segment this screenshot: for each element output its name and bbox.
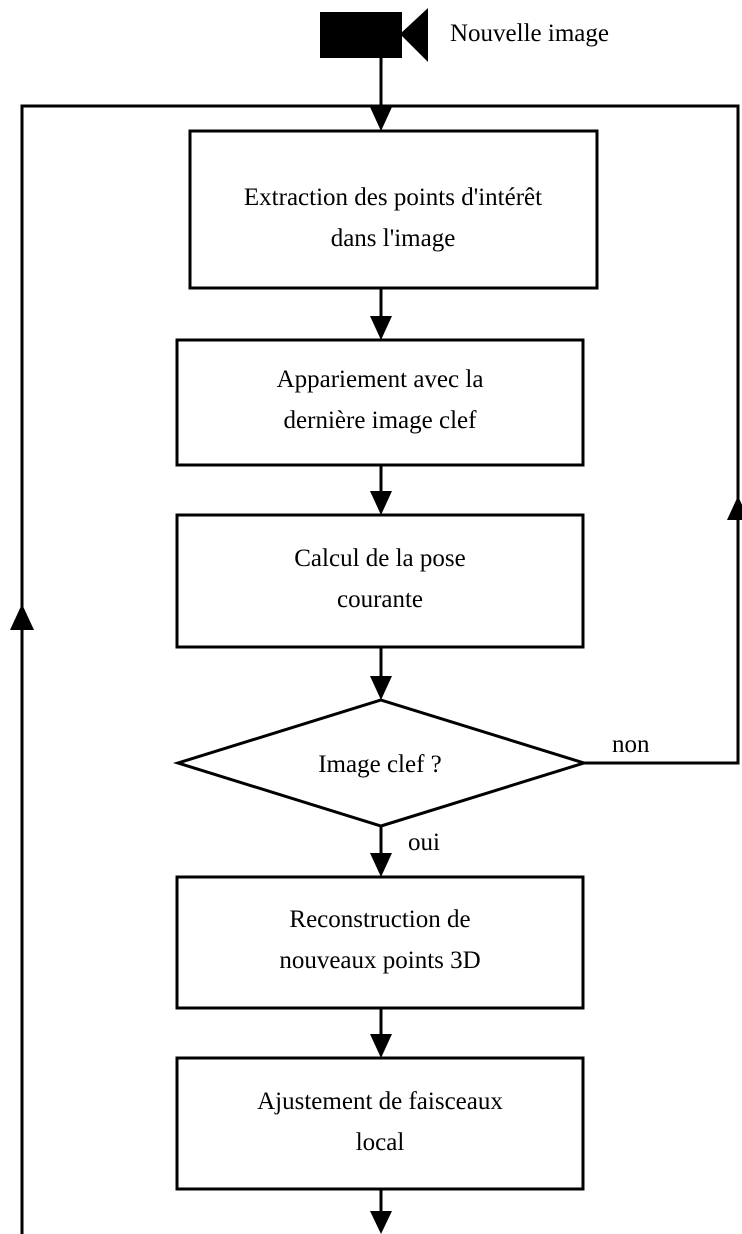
arrow-camera-to-extraction: [370, 58, 392, 131]
yes-label: oui: [408, 829, 440, 856]
step-bundle-adjustment-line1: Ajustement de faisceaux: [257, 1088, 503, 1115]
step-matching-line2: dernière image clef: [284, 407, 478, 434]
arrow-matching-to-pose: [370, 465, 392, 515]
step-extraction-line1: Extraction des points d'intérêt: [244, 184, 542, 211]
arrow-decision-to-reconstruction: [370, 826, 392, 877]
loop-back-left-connector: [10, 104, 381, 1234]
no-label: non: [612, 731, 650, 758]
step-matching-box: [175, 338, 585, 467]
decision-label: Image clef ?: [318, 751, 442, 778]
step-pose-line1: Calcul de la pose: [294, 545, 465, 572]
step-reconstruction-line2: nouveaux points 3D: [279, 947, 480, 974]
arrow-extraction-to-matching: [370, 288, 392, 340]
arrow-pose-to-decision: [370, 647, 392, 700]
step-bundle-adjustment-box: [175, 1056, 585, 1191]
arrow-bundle-to-end: [370, 1189, 392, 1234]
step-pose-line2: courante: [337, 586, 423, 613]
no-branch-connector: [381, 104, 742, 765]
arrow-reconstruction-to-bundle: [370, 1008, 392, 1058]
step-reconstruction-box: [175, 875, 585, 1010]
step-extraction-line2: dans l'image: [331, 225, 456, 252]
step-extraction-box: [188, 129, 599, 290]
step-pose-box: [175, 513, 585, 649]
video-camera-icon: [320, 8, 428, 62]
camera-label: Nouvelle image: [450, 20, 609, 47]
step-matching-line1: Appariement avec la: [277, 366, 484, 393]
step-bundle-adjustment-line2: local: [356, 1129, 405, 1156]
step-reconstruction-line1: Reconstruction de: [289, 906, 470, 933]
